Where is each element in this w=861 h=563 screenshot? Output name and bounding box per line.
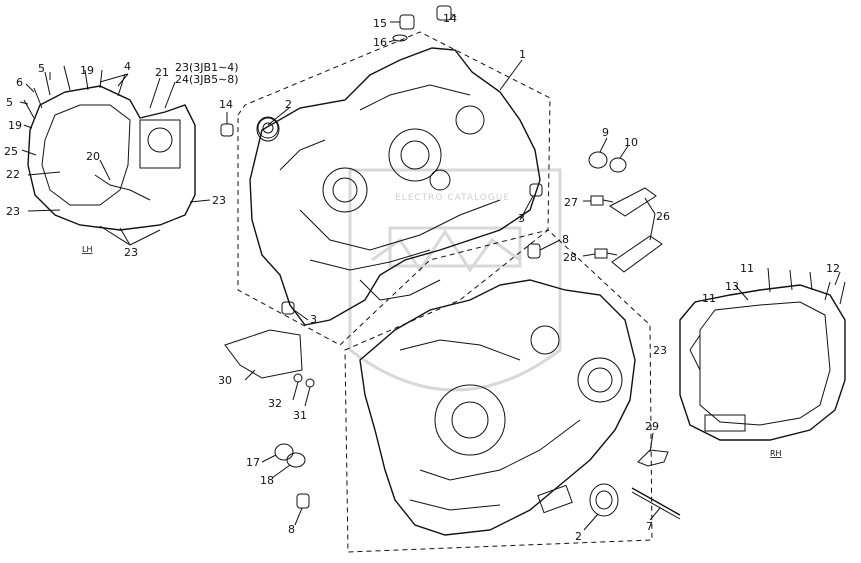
part-label-14-left: 14 xyxy=(219,98,233,111)
part-label-25: 25 xyxy=(4,145,18,158)
part-label-18: 18 xyxy=(260,474,274,487)
lh-cover xyxy=(23,65,196,231)
part-label-1: 1 xyxy=(519,48,526,61)
part-label-23-lh-bottom: 23 xyxy=(124,246,138,259)
part-label-7: 7 xyxy=(646,520,653,533)
watermark-text: ELECTRO CATALOGUE xyxy=(395,193,510,203)
part-label-9: 9 xyxy=(602,126,609,139)
part-label-3-left: 3 xyxy=(310,313,317,326)
part-label-29: 29 xyxy=(645,420,659,433)
side-label-lh: LH xyxy=(82,245,92,254)
part-label-2-lower: 2 xyxy=(575,530,582,543)
rh-cover xyxy=(679,267,846,441)
part-label-32: 32 xyxy=(268,397,282,410)
part-label-17: 17 xyxy=(246,456,260,469)
crankcase-left-half xyxy=(249,47,541,326)
part-label-20: 20 xyxy=(86,150,100,163)
part-label-12: 12 xyxy=(826,262,840,275)
part-label-11-side: 11 xyxy=(702,292,716,305)
leader-lines xyxy=(19,13,841,531)
part-label-14-top: 14 xyxy=(443,12,457,25)
part-label-3-right: 3 xyxy=(518,212,525,225)
part-label-23-lh-right: 23 xyxy=(212,194,226,207)
part-label-8-lower: 8 xyxy=(288,523,295,536)
part-label-10: 10 xyxy=(624,136,638,149)
part-label-8-upper: 8 xyxy=(562,233,569,246)
part-label-16: 16 xyxy=(373,36,387,49)
part-label-19-top: 19 xyxy=(80,64,94,77)
part-label-31: 31 xyxy=(293,409,307,422)
part-label-28: 28 xyxy=(563,251,577,264)
part-label-23-lh-left: 23 xyxy=(6,205,20,218)
part-label-15: 15 xyxy=(373,17,387,30)
part-label-11-top: 11 xyxy=(740,262,754,275)
part-label-23-rh: 23 xyxy=(653,344,667,357)
part-label-26: 26 xyxy=(656,210,670,223)
part-label-13: 13 xyxy=(725,280,739,293)
part-label-22: 22 xyxy=(6,168,20,181)
part-label-4: 4 xyxy=(124,60,131,73)
part-label-6: 6 xyxy=(16,76,23,89)
small-parts xyxy=(220,5,681,520)
part-label-24-note: 24(3JB5∼8) xyxy=(175,73,239,86)
part-label-30: 30 xyxy=(218,374,232,387)
part-label-2-upper: 2 xyxy=(285,98,292,111)
part-label-21: 21 xyxy=(155,66,169,79)
part-label-23-note: 23(3JB1∼4) xyxy=(175,61,239,74)
group-outline-lower xyxy=(344,229,653,553)
part-label-27: 27 xyxy=(564,196,578,209)
part-label-5-side: 5 xyxy=(6,96,13,109)
part-labels: 1 2 2 3 3 4 5 5 6 7 8 8 9 10 11 11 12 13… xyxy=(4,12,840,543)
part-label-19-side: 19 xyxy=(8,119,22,132)
watermark-emblem xyxy=(348,168,562,392)
part-label-5-top: 5 xyxy=(38,62,45,75)
crankcase-right-half xyxy=(359,279,636,536)
side-label-rh: RH xyxy=(770,449,782,458)
